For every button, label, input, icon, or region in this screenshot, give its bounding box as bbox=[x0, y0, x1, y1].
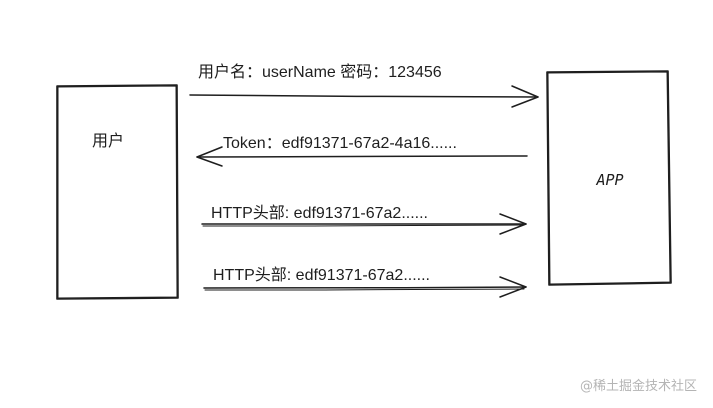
message-token-arrowhead bbox=[196, 146, 223, 167]
message-request-1-arrow-sketch bbox=[202, 224, 525, 227]
message-token-arrow bbox=[196, 155, 528, 158]
message-request-1-label: HTTP头部: edf91371-67a2...... bbox=[211, 204, 428, 222]
message-request-2-arrowhead bbox=[499, 276, 527, 298]
app-node-label: APP bbox=[595, 171, 623, 189]
message-request-1: HTTP头部: edf91371-67a2...... bbox=[201, 204, 527, 235]
message-login-text: 用户名：userName 密码：123456 bbox=[198, 63, 442, 81]
user-node-label: 用户 bbox=[92, 132, 124, 150]
message-login-arrowhead bbox=[511, 85, 539, 108]
message-request-2: HTTP头部: edf91371-67a2...... bbox=[203, 266, 527, 298]
user-box-sketch-line bbox=[57, 85, 178, 299]
message-request-2-arrow bbox=[203, 286, 527, 289]
app-box bbox=[546, 70, 672, 286]
user-node: 用户 bbox=[56, 84, 179, 300]
message-request-2-label: HTTP头部: edf91371-67a2...... bbox=[213, 266, 430, 284]
app-node: APP bbox=[546, 70, 672, 286]
app-box-sketch-line bbox=[547, 71, 671, 285]
watermark: @稀土掘金技术社区 bbox=[579, 379, 697, 394]
message-token: Token：edf91371-67a2-4a16...... bbox=[196, 135, 528, 167]
message-token-label: Token：edf91371-67a2-4a16...... bbox=[223, 135, 457, 152]
message-request-1-arrowhead bbox=[499, 213, 527, 235]
user-box bbox=[56, 84, 179, 300]
message-login: 用户名：userName 密码：123456 bbox=[189, 63, 539, 108]
message-login-label: 用户名：userName 密码：123456 bbox=[198, 63, 442, 81]
message-request-2-arrow-sketch bbox=[204, 288, 525, 291]
message-login-arrow bbox=[189, 94, 539, 98]
